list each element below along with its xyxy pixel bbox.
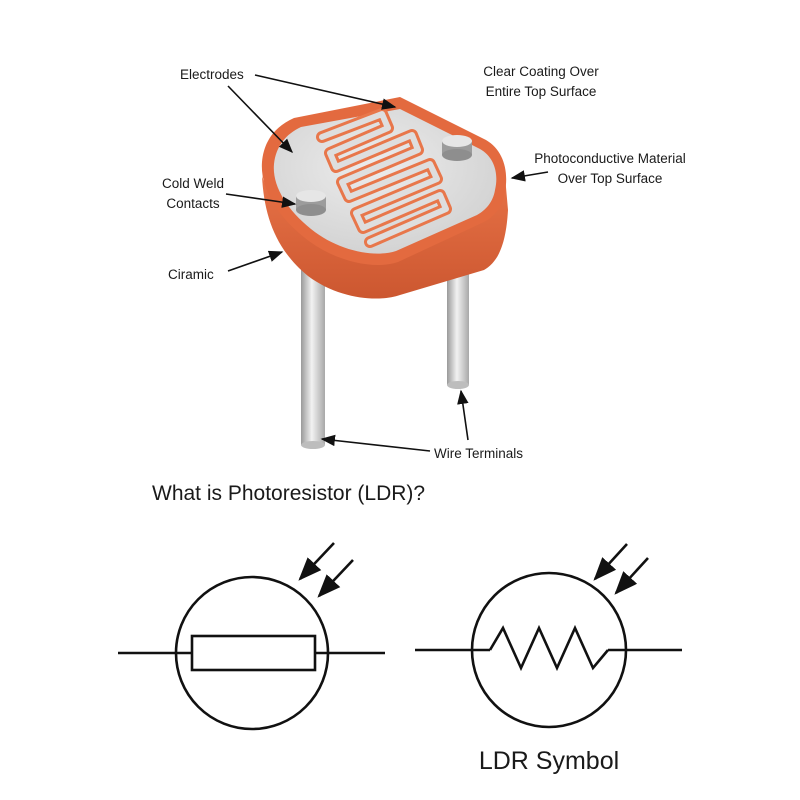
callout-labels: Electrodes Clear Coating Over Entire Top… xyxy=(162,64,686,461)
symbol-right-zigzag xyxy=(488,624,609,672)
contact-right-bottom xyxy=(442,149,472,161)
symbol-right-light-arrow-2 xyxy=(614,557,649,595)
label-photoconductive-1: Photoconductive Material xyxy=(534,151,686,166)
electrode-track xyxy=(316,108,452,248)
ldr-symbol-rectangle xyxy=(118,542,385,731)
arrow-ceramic xyxy=(227,250,284,272)
symbol-right-circle xyxy=(470,571,628,729)
label-cold-weld-1: Cold Weld xyxy=(162,176,224,191)
symbol-right-light-arrow-1 xyxy=(593,543,628,581)
label-clear-coating-2: Entire Top Surface xyxy=(486,84,597,99)
symbol-caption: LDR Symbol xyxy=(479,747,619,775)
wire-left-end xyxy=(301,441,325,449)
cold-weld-contacts xyxy=(296,135,472,216)
wire-right-end xyxy=(447,381,469,389)
symbol-left-circle xyxy=(174,575,330,731)
label-cold-weld-2: Contacts xyxy=(166,196,220,211)
label-clear-coating-1: Clear Coating Over xyxy=(483,64,599,79)
symbol-left-light-arrow-1 xyxy=(298,542,335,581)
page-title: What is Photoresistor (LDR)? xyxy=(152,482,425,505)
symbol-left-resistor xyxy=(190,634,317,672)
contact-right-top xyxy=(442,135,472,147)
contact-left-top xyxy=(296,190,326,202)
label-photoconductive-2: Over Top Surface xyxy=(558,171,663,186)
arrow-wire-right xyxy=(457,389,469,441)
arrow-wire-left xyxy=(320,434,431,452)
ceramic-side xyxy=(262,176,508,299)
callout-arrows xyxy=(225,74,549,452)
arrow-electrodes-1 xyxy=(254,74,397,110)
symbol-left-light-arrow-2 xyxy=(317,559,354,598)
label-electrodes: Electrodes xyxy=(180,67,244,82)
arrow-electrodes-2 xyxy=(227,85,294,154)
label-wire-terminals: Wire Terminals xyxy=(434,446,523,461)
ldr-symbol-zigzag xyxy=(415,543,682,729)
arrow-photoconductive xyxy=(510,170,549,182)
arrow-cold-weld xyxy=(225,193,297,208)
label-ceramic: Ciramic xyxy=(168,267,214,282)
contact-left-bottom xyxy=(296,204,326,216)
